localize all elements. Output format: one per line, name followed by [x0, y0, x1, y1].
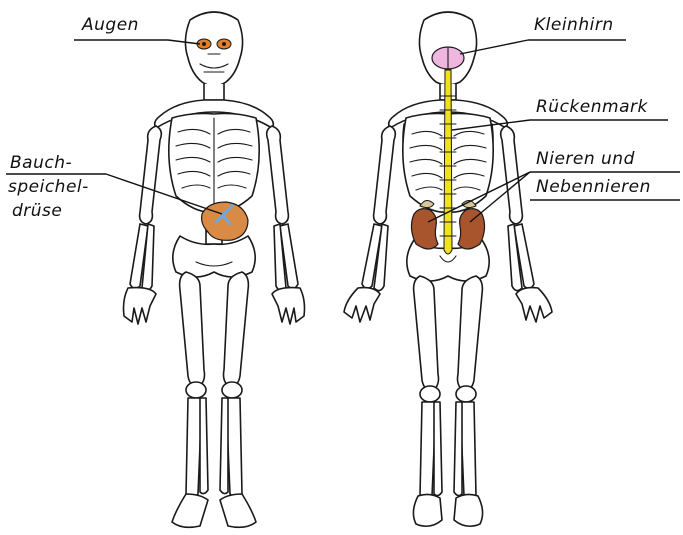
label-pancreas-line-1: Bauch- [10, 153, 72, 173]
label-cerebellum: Kleinhirn [534, 15, 614, 35]
label-pancreas-line-3: drüse [12, 201, 62, 221]
kidney-left-organ [411, 209, 438, 249]
back-skeleton [344, 12, 552, 526]
label-kidneys-line-1: Nieren und [536, 149, 635, 169]
label-pancreas-line-2: speichel- [8, 177, 89, 197]
kidney-right-organ [458, 209, 485, 249]
front-skeleton [124, 12, 305, 527]
label-eyes: Augen [81, 15, 139, 35]
label-pancreas: Bauch- speichel- drüse [8, 153, 89, 221]
label-spinal-cord: Rückenmark [536, 97, 648, 117]
spinal-cord-organ [444, 70, 452, 254]
label-kidneys-line-2: Nebennieren [536, 177, 651, 197]
